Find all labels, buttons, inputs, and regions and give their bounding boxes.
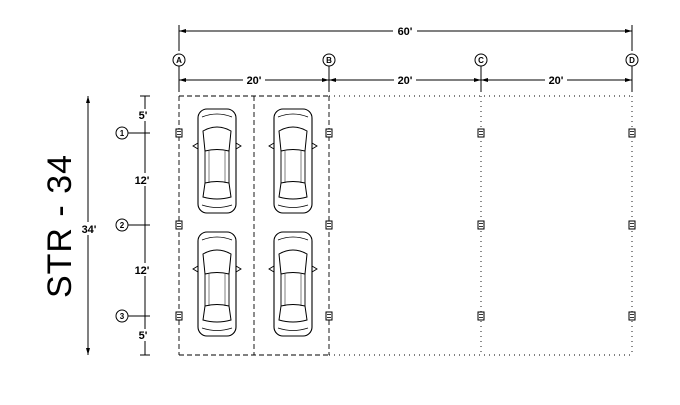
bay-width-label-ab: 20' (247, 75, 262, 87)
column-d3 (628, 311, 636, 321)
car-icon (192, 108, 242, 214)
depth-dimension-line: 5' 12' 12' 5' (130, 95, 154, 356)
column-a3 (175, 311, 183, 321)
column-d2 (628, 220, 636, 230)
column-c3 (477, 311, 485, 321)
svg-text:D: D (629, 56, 635, 65)
parked-cars (192, 108, 318, 337)
bay-dimension-line: 20' 20' 20' (178, 66, 633, 92)
column-bubble-a: A (172, 53, 186, 67)
car-icon (192, 231, 242, 337)
svg-text:A: A (176, 56, 182, 65)
structural-columns (175, 128, 636, 321)
column-c1 (477, 128, 485, 138)
column-a1 (175, 128, 183, 138)
column-b1 (325, 128, 333, 138)
row-bubble-3: 3 (115, 309, 140, 323)
depth-label-top: 5' (139, 110, 148, 122)
svg-text:B: B (326, 56, 332, 65)
column-b3 (325, 311, 333, 321)
drawing-title: STR - 34 (41, 154, 79, 298)
overall-width-dimension: 60' (178, 24, 633, 51)
car-icon (268, 231, 318, 337)
depth-label-row1: 12' (135, 175, 150, 187)
column-bubble-d: D (625, 53, 639, 67)
overall-width-label: 60' (398, 26, 413, 38)
depth-label-row2: 12' (135, 265, 150, 277)
overall-depth-label: 34' (82, 224, 97, 236)
bay-width-label-cd: 20' (549, 75, 564, 87)
svg-text:3: 3 (120, 312, 125, 321)
svg-text:2: 2 (120, 221, 125, 230)
column-d1 (628, 128, 636, 138)
row-bubble-1: 1 (115, 126, 140, 140)
svg-text:C: C (478, 56, 484, 65)
column-c2 (477, 220, 485, 230)
overall-depth-dimension: 34' (78, 96, 100, 355)
row-bubble-2: 2 (115, 218, 140, 232)
column-b2 (325, 220, 333, 230)
column-bubble-c: C (474, 53, 488, 67)
column-bubble-b: B (322, 53, 336, 67)
column-a2 (175, 220, 183, 230)
depth-label-bottom: 5' (139, 330, 148, 342)
car-icon (268, 108, 318, 214)
bay-width-label-bc: 20' (398, 75, 413, 87)
svg-text:1: 1 (120, 129, 125, 138)
